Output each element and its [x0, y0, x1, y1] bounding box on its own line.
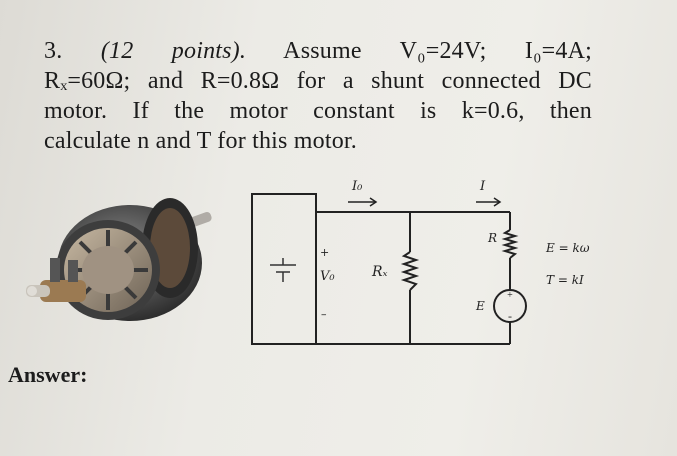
- field-resistor: [400, 251, 420, 291]
- field-resistor-label: Rₓ: [371, 264, 388, 280]
- current-branch-label: I: [479, 179, 486, 194]
- plus-sign: +: [320, 246, 329, 259]
- question-line-1: 3. (12 points). Assume V₀=24V; I₀=4A;: [44, 36, 592, 66]
- equation-e: E = kω: [545, 241, 590, 255]
- battery-symbol: [270, 258, 296, 282]
- current-in-label: I₀: [351, 179, 363, 194]
- answer-label: Answer:: [8, 362, 88, 387]
- question-line-4: calculate n and T for this motor.: [44, 128, 357, 154]
- svg-text:-: -: [508, 309, 512, 323]
- circuit-diagram: + - I₀ I + V₀ – Rₓ R E E = kω T = kI: [251, 179, 590, 345]
- emf-label: E: [475, 299, 485, 313]
- armature-resistor-label: R: [487, 231, 497, 245]
- question-number: 3.: [44, 38, 63, 64]
- question-points: (12 points).: [100, 38, 247, 64]
- motor-emf-source: [493, 289, 527, 323]
- motor-illustration: [26, 198, 212, 321]
- armature-resistor: [501, 229, 519, 259]
- voltage-label: V₀: [320, 269, 335, 284]
- question-text: 3. (12 points). Assume V₀=24V; I₀=4A; Rₓ…: [44, 36, 614, 156]
- equation-t: T = kI: [546, 273, 584, 287]
- question-line-2: Rₓ=60Ω; and R=0.8Ω for a shunt connected…: [44, 68, 592, 94]
- svg-text:+: +: [507, 290, 513, 301]
- question-line-1-rest: Assume V₀=24V; I₀=4A;: [283, 38, 592, 64]
- question-line-3: motor. If the motor constant is k=0.6, t…: [44, 98, 592, 124]
- minus-sign: –: [321, 308, 327, 321]
